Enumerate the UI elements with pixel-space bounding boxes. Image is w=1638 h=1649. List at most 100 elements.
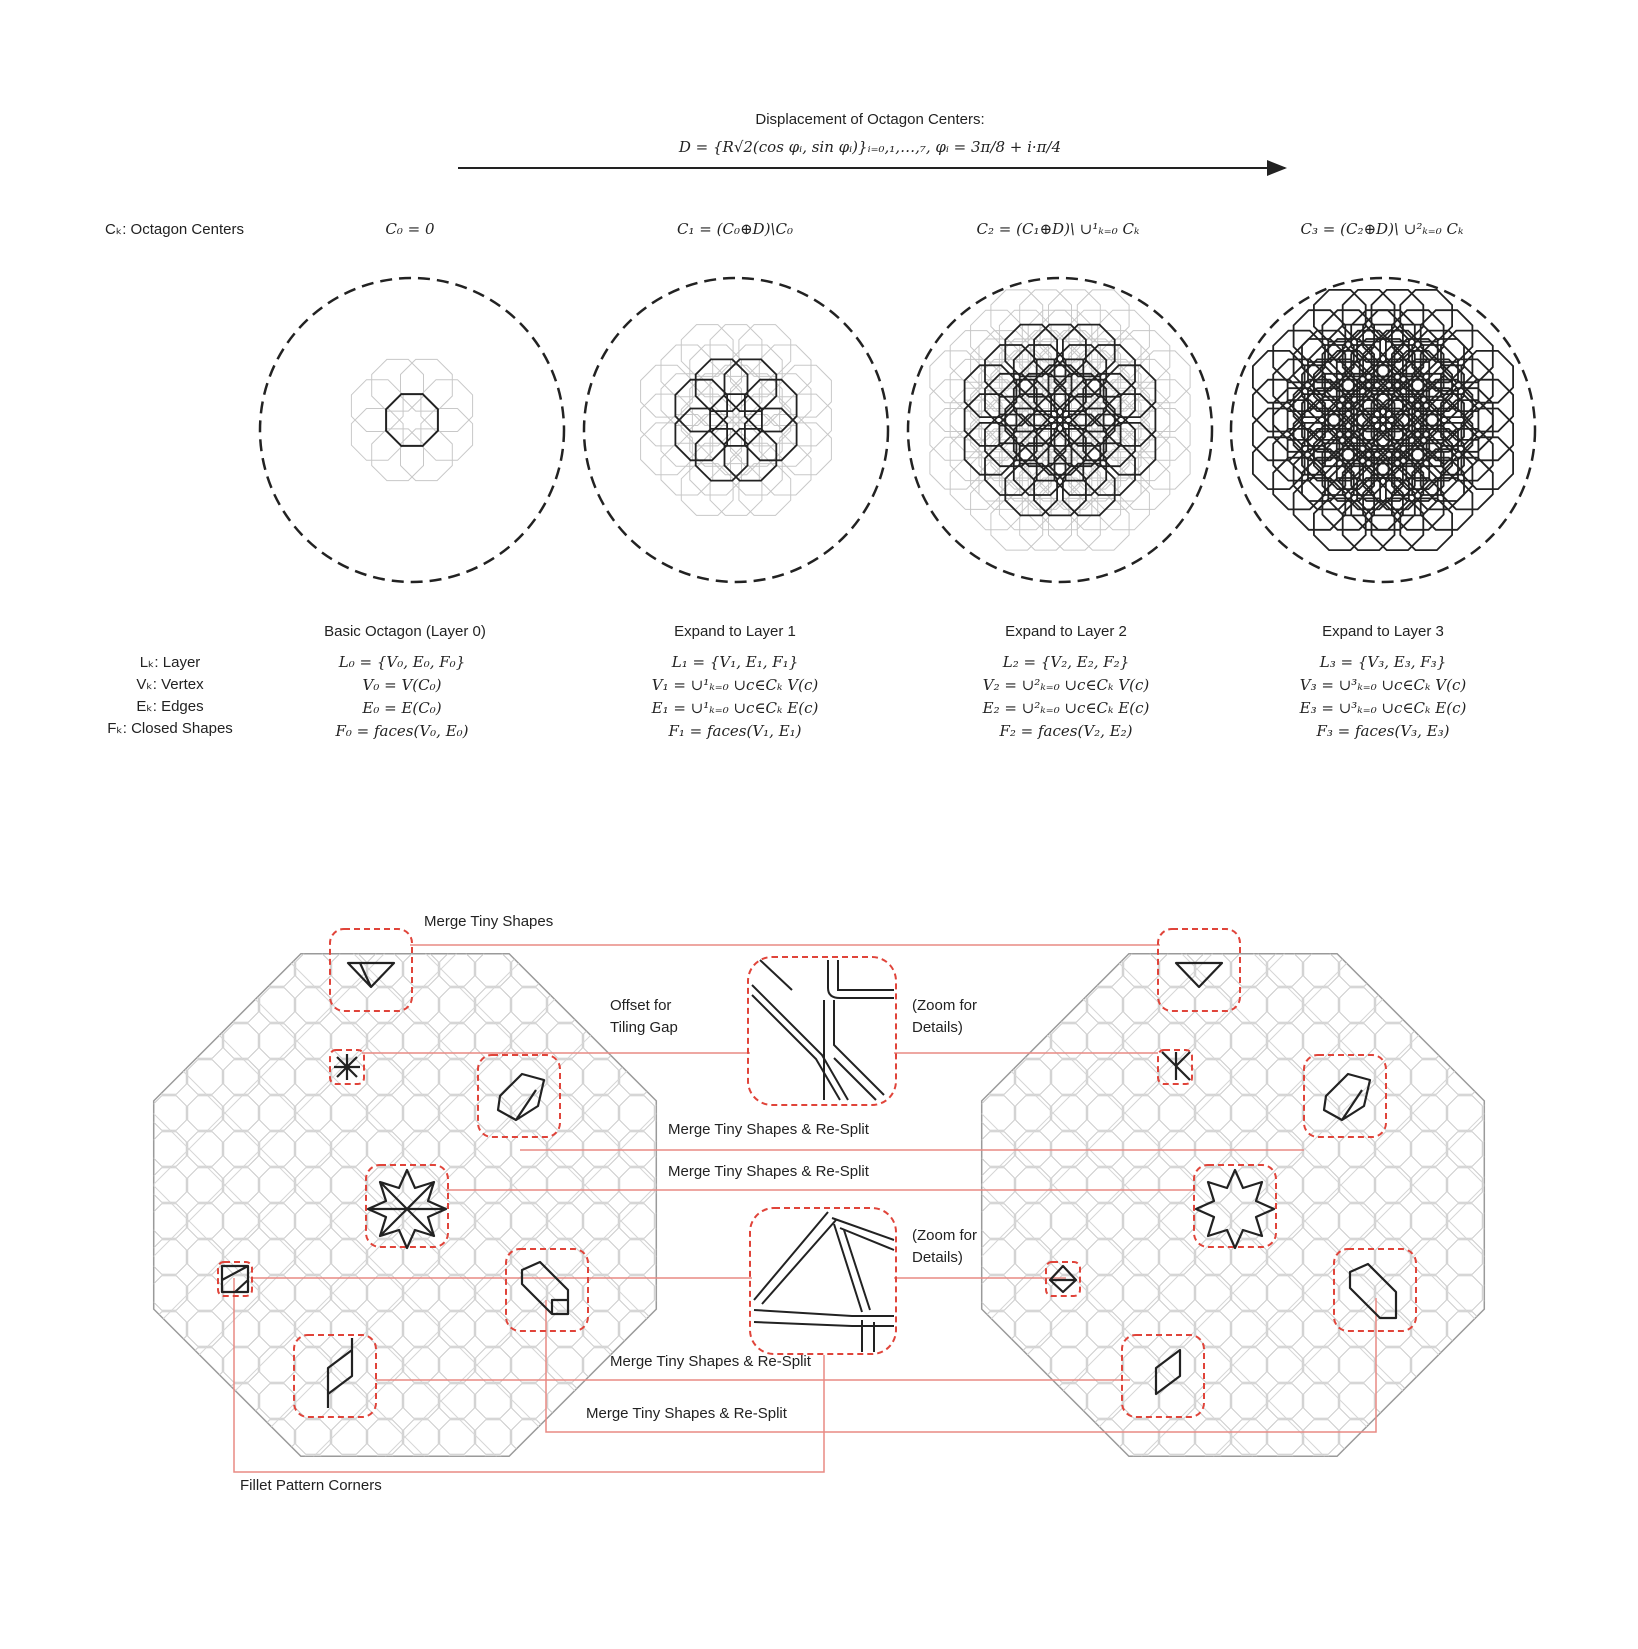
tiling-octagon	[439, 1095, 475, 1131]
tiling-octagon	[583, 1419, 619, 1455]
tiling-octagon	[1447, 987, 1483, 1023]
tiling-octagon	[331, 1311, 367, 1347]
stage-2-faint-octagon	[998, 477, 1052, 531]
shape-left-triangle	[346, 961, 396, 989]
tiling-octagon	[1231, 1023, 1267, 1059]
stage-1-faint-octagon	[709, 364, 763, 418]
tiling-octagon	[981, 1095, 1015, 1131]
stage-2-line-4: F₂ = faces(V₂, E₂)	[998, 722, 1132, 740]
tiling-octagon	[1195, 1095, 1231, 1131]
stage-3-line-2: V₃ = ∪³ₖ₌₀ ∪c∈Cₖ V(c)	[1300, 676, 1467, 694]
tiling-octagon	[223, 1203, 259, 1239]
tiling-octagon	[583, 1167, 619, 1203]
tiling-octagon	[655, 1059, 657, 1095]
tiling-octagon	[1483, 1239, 1485, 1275]
tiling-octagon	[1483, 1059, 1485, 1095]
stage-2-faint-octagon	[1137, 350, 1191, 404]
stage-0-faint-octagon	[420, 379, 474, 432]
tiling-octagon	[1087, 1059, 1123, 1095]
tiling-octagon	[224, 916, 259, 951]
tiling-octagon	[1375, 1419, 1411, 1455]
highlight-left-hexagon	[477, 1054, 561, 1138]
tiling-octagon	[583, 1275, 619, 1311]
tiling-octagon	[944, 1384, 979, 1419]
big-octagon-tiling	[944, 916, 1485, 1457]
highlight-left-small	[329, 1049, 365, 1085]
tiling-octagon	[367, 1383, 403, 1419]
tiling-octagon	[259, 1059, 295, 1095]
tiling-octagon	[511, 953, 547, 987]
tiling-octagon	[1448, 916, 1483, 951]
zoom-detail-2	[753, 1211, 895, 1352]
tiling-octagon	[1123, 1131, 1159, 1167]
tiling-diagonal	[981, 953, 1485, 1457]
tiling-octagon	[1123, 1311, 1159, 1347]
tiling-octagon	[619, 1419, 655, 1455]
tiling-diagonal	[981, 1020, 1485, 1457]
tiling-diagonal	[153, 1164, 657, 1457]
highlight-right-small	[1157, 1049, 1193, 1085]
stage-3-octagon	[1301, 358, 1355, 413]
tiling-octagon	[655, 1095, 657, 1131]
stage-1-faint-octagon	[660, 442, 714, 496]
tiling-octagon	[547, 1239, 583, 1275]
tiling-octagon	[1195, 1419, 1231, 1455]
tiling-octagon	[547, 1455, 583, 1457]
stage-2-faint-octagon	[1088, 387, 1142, 441]
highlight-left-shape	[505, 1248, 589, 1332]
tiling-octagon	[152, 916, 187, 951]
stage-1-faint-octagon	[758, 373, 812, 426]
tiling-octagon	[1087, 1131, 1123, 1167]
stage-0-center-formula: C₀ = 0	[385, 220, 435, 238]
tiling-octagon	[187, 1419, 223, 1455]
stage-3-line-4: F₃ = faces(V₃, E₃)	[1315, 722, 1449, 740]
tiling-octagon	[439, 1311, 475, 1347]
tiling-octagon	[1267, 1095, 1303, 1131]
tiling-octagon	[475, 1203, 511, 1239]
tiling-octagon	[475, 987, 511, 1023]
stage-3-octagon	[1356, 462, 1410, 517]
stage-0-faint-octagon	[400, 358, 453, 412]
tiling-octagon	[1411, 1131, 1447, 1167]
tiling-octagon	[153, 1383, 187, 1419]
tiling-octagon	[511, 1095, 547, 1131]
tiling-octagon	[1375, 1167, 1411, 1203]
tiling-octagon	[1375, 1311, 1411, 1347]
stage-1-faint-octagon	[758, 442, 812, 496]
tiling-octagon	[1159, 1167, 1195, 1203]
tiling-octagon	[944, 1096, 979, 1131]
stage-3-octagon	[1391, 436, 1445, 491]
stage-1-formulas: L₁ = {V₁, E₁, F₁} V₁ = ∪¹ₖ₌₀ ∪c∈Cₖ V(c) …	[651, 653, 819, 740]
tiling-octagon	[1483, 1311, 1485, 1347]
tiling-octagon	[187, 1167, 223, 1203]
tiling-octagon	[1087, 1167, 1123, 1203]
tiling-octagon	[1411, 987, 1447, 1023]
tiling-octagon	[187, 1023, 223, 1059]
tiling-octagon	[1375, 1059, 1411, 1095]
tiling-octagon	[153, 1059, 187, 1095]
stage-2-octagon	[1082, 413, 1136, 468]
stage-1-faint-octagon	[779, 364, 832, 418]
stage-3-octagon	[1272, 427, 1326, 482]
tiling-octagon	[1303, 1023, 1339, 1059]
tiling-octagon	[439, 1275, 475, 1311]
tiling-octagon	[619, 1239, 655, 1275]
stage-0-faint-octagon	[350, 408, 404, 461]
tiling-octagon	[1375, 1239, 1411, 1275]
tiling-octagon	[1087, 1347, 1123, 1383]
stage-1-faint-octagon	[640, 364, 693, 418]
tiling-octagon	[1339, 953, 1375, 987]
tiling-octagon	[439, 1131, 475, 1167]
tiling-octagon	[1051, 1347, 1087, 1383]
stage-1-faint-octagon	[738, 463, 792, 516]
tiling-octagon	[1303, 1347, 1339, 1383]
stage-3-octagon	[1411, 427, 1465, 482]
tiling-octagon	[1267, 1239, 1303, 1275]
tiling-octagon	[1015, 1059, 1051, 1095]
tiling-octagon	[547, 1059, 583, 1095]
tiling-octagon	[1411, 1239, 1447, 1275]
tiling-octagon	[295, 1239, 331, 1275]
stage-2-faint-octagon	[970, 477, 1023, 531]
tiling-octagon	[1303, 1203, 1339, 1239]
tiling-octagon	[1483, 1203, 1485, 1239]
